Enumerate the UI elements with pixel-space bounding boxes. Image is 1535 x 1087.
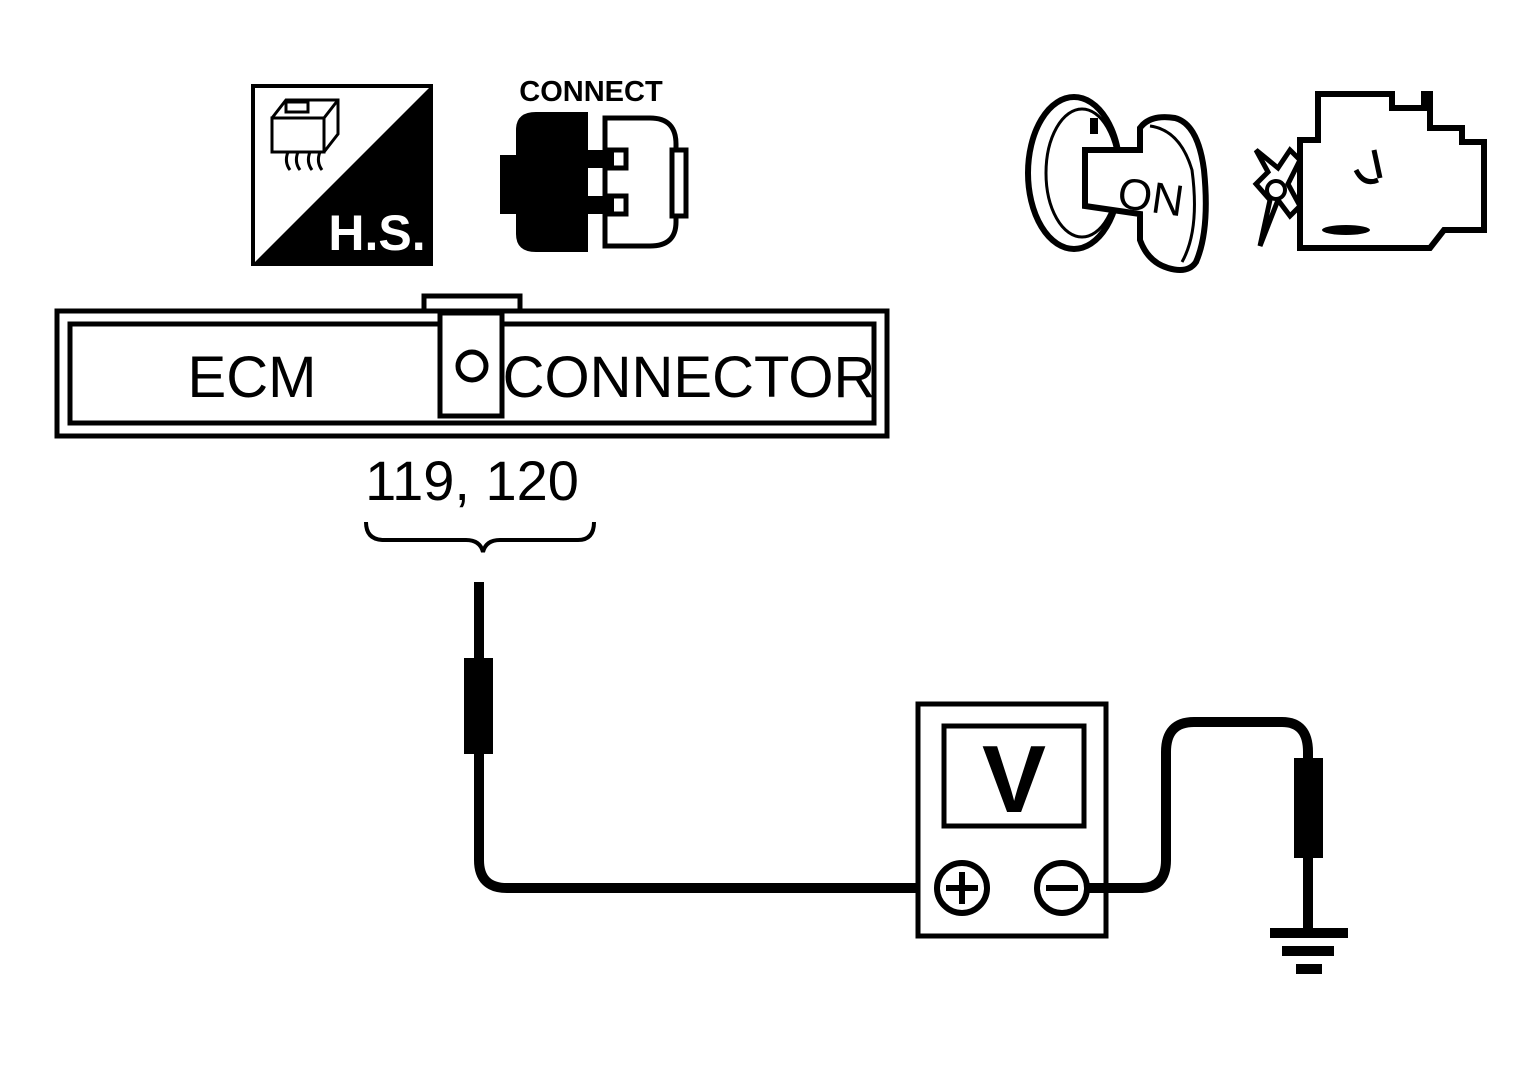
connect-label: CONNECT: [519, 76, 663, 108]
ignition-on-icon: ON: [1025, 94, 1209, 273]
ignition-on-label: ON: [1115, 169, 1187, 227]
hs-label: H.S.: [328, 205, 425, 261]
terminal-brace: [364, 521, 596, 553]
negative-terminal-icon: [1034, 860, 1090, 916]
ecm-label: ECM: [188, 345, 317, 410]
terminal-numbers-label: 119, 120: [365, 449, 579, 512]
negative-probe: [1087, 717, 1323, 930]
connector-label: CONNECTOR: [503, 345, 876, 410]
ecm-connector: ECM CONNECTOR: [54, 293, 890, 439]
harness-connector-icon: H.S.: [251, 84, 433, 266]
voltmeter-display-label: V: [982, 726, 1046, 833]
positive-probe: [464, 582, 936, 893]
voltmeter-display: [941, 723, 1087, 829]
engine-running-icon: [1252, 91, 1487, 251]
ground-icon: [1270, 928, 1348, 974]
connector-terminal-icon: [455, 349, 489, 383]
connect-icon: CONNECT: [500, 76, 689, 252]
voltmeter: V: [915, 701, 1109, 939]
positive-terminal-icon: [934, 860, 990, 916]
